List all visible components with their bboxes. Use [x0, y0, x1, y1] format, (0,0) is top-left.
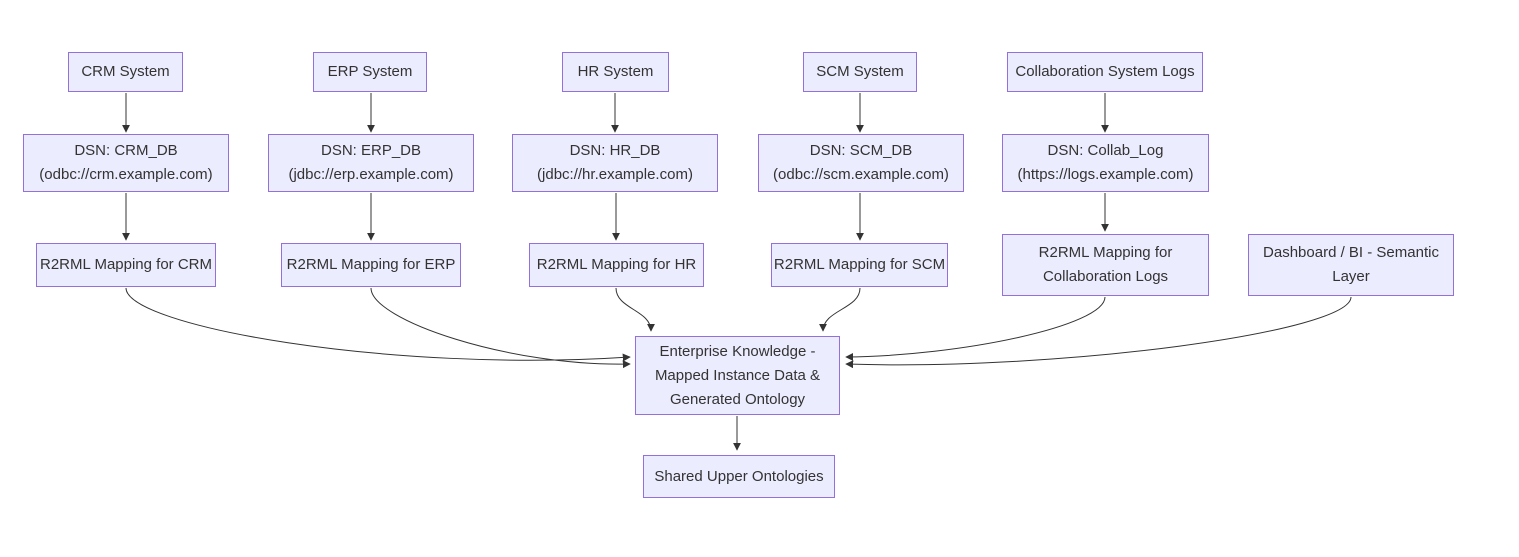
node-label: Dashboard / BI - Semantic — [1263, 244, 1439, 261]
node-label: ERP System — [327, 63, 413, 80]
node-dsn-collab-log: DSN: Collab_Log (https://logs.example.co… — [1002, 134, 1209, 192]
node-label: R2RML Mapping for — [1038, 244, 1173, 261]
node-enterprise-knowledge: Enterprise Knowledge - Mapped Instance D… — [635, 336, 840, 415]
edge-maperp-to-knowledge — [370, 287, 631, 369]
node-label: Generated Ontology — [669, 390, 806, 408]
node-label: HR System — [577, 63, 654, 80]
node-r2rml-mapping-hr: R2RML Mapping for HR — [529, 243, 704, 287]
node-r2rml-mapping-collaboration-logs: R2RML Mapping for Collaboration Logs — [1002, 234, 1209, 296]
node-label: (jdbc://erp.example.com) — [288, 166, 454, 183]
node-label: R2RML Mapping for CRM — [40, 256, 212, 273]
edge-dashboard-to-knowledge — [845, 296, 1352, 369]
edge-mapscm-to-knowledge — [819, 287, 861, 332]
node-label: CRM System — [81, 63, 170, 80]
edge-mapcrm-to-knowledge — [125, 287, 631, 362]
node-label: DSN: ERP_DB — [320, 142, 422, 159]
node-label: DSN: Collab_Log — [1047, 142, 1164, 159]
edge-maphr-to-knowledge — [615, 287, 655, 332]
node-r2rml-mapping-scm: R2RML Mapping for SCM — [771, 243, 948, 287]
node-dsn-crm: DSN: CRM_DB (odbc://crm.example.com) — [23, 134, 229, 192]
node-label: (odbc://crm.example.com) — [39, 166, 213, 183]
node-label: Enterprise Knowledge - — [659, 342, 816, 360]
node-r2rml-mapping-crm: R2RML Mapping for CRM — [36, 243, 216, 287]
node-erp-system: ERP System — [313, 52, 427, 92]
node-r2rml-mapping-erp: R2RML Mapping for ERP — [281, 243, 461, 287]
node-label: Layer — [1332, 268, 1370, 285]
node-dsn-erp: DSN: ERP_DB (jdbc://erp.example.com) — [268, 134, 474, 192]
node-label: (odbc://scm.example.com) — [773, 166, 949, 183]
node-scm-system: SCM System — [803, 52, 917, 92]
node-dsn-hr: DSN: HR_DB (jdbc://hr.example.com) — [512, 134, 718, 192]
edge-mapcollab-to-knowledge — [845, 296, 1106, 361]
node-label: Collaboration System Logs — [1015, 63, 1195, 80]
node-dsn-scm: DSN: SCM_DB (odbc://scm.example.com) — [758, 134, 964, 192]
node-label: DSN: CRM_DB — [74, 142, 178, 159]
node-shared-upper-ontologies: Shared Upper Ontologies — [643, 455, 835, 498]
node-label: SCM System — [816, 63, 904, 80]
node-label: Shared Upper Ontologies — [654, 467, 824, 485]
node-label: DSN: SCM_DB — [809, 142, 913, 159]
node-label: (https://logs.example.com) — [1017, 166, 1194, 183]
node-dashboard-bi-semantic-layer: Dashboard / BI - Semantic Layer — [1248, 234, 1454, 296]
node-label: R2RML Mapping for SCM — [773, 256, 946, 273]
node-label: Mapped Instance Data & — [654, 366, 821, 384]
node-hr-system: HR System — [562, 52, 669, 92]
node-label: R2RML Mapping for ERP — [286, 256, 456, 273]
node-crm-system: CRM System — [68, 52, 183, 92]
node-collaboration-system-logs: Collaboration System Logs — [1007, 52, 1203, 92]
node-label: DSN: HR_DB — [569, 142, 661, 159]
node-label: Collaboration Logs — [1042, 268, 1169, 285]
node-label: R2RML Mapping for HR — [536, 256, 697, 273]
node-label: (jdbc://hr.example.com) — [537, 166, 693, 183]
